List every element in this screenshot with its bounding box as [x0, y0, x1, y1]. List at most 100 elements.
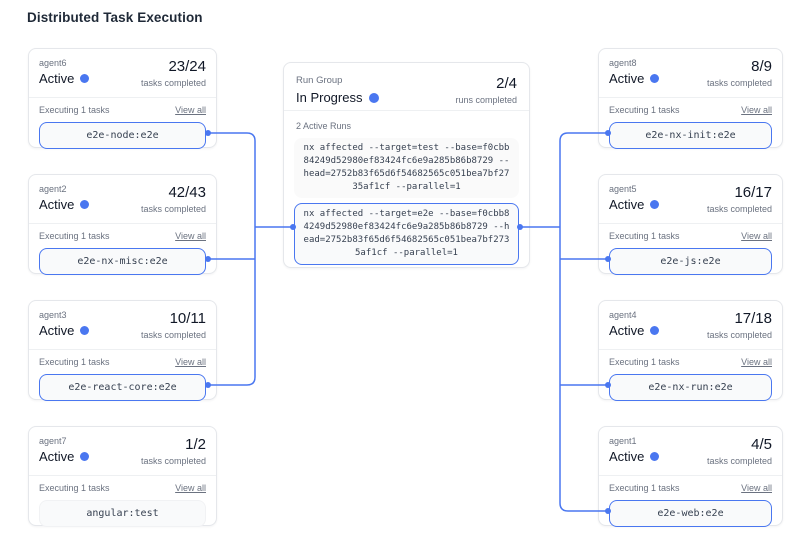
agent-name: agent1: [609, 436, 637, 446]
task-pill[interactable]: e2e-react-core:e2e: [39, 374, 206, 401]
tasks-count: 4/5: [751, 436, 772, 453]
executing-label: Executing 1 tasks: [609, 105, 680, 115]
agent-card-header: agent8 Active 8/9 tasks completed: [599, 49, 782, 98]
run-group-status-label: In Progress: [296, 90, 363, 105]
view-all-link[interactable]: View all: [741, 483, 772, 493]
active-status-dot-icon: [80, 326, 90, 335]
agent-card-agent7: agent7 Active 1/2 tasks completed Execut…: [28, 426, 217, 527]
agent-status: Active: [609, 197, 660, 212]
agent-card-header: agent3 Active 10/11 tasks completed: [29, 301, 216, 350]
executing-label: Executing 1 tasks: [609, 357, 680, 367]
view-all-link[interactable]: View all: [175, 105, 206, 115]
tasks-count-label: tasks completed: [140, 78, 206, 88]
agent-card-agent1: agent1 Active 4/5 tasks completed Execut…: [598, 426, 783, 527]
agent-status: Active: [39, 71, 90, 86]
agent-name: agent7: [39, 436, 67, 446]
run-group-header: Run Group In Progress 2/4 runs completed: [284, 63, 529, 111]
executing-label: Executing 1 tasks: [609, 231, 680, 241]
task-pill[interactable]: angular:test: [39, 500, 206, 527]
agent-card-header: agent2 Active 42/43 tasks completed: [29, 175, 216, 224]
agent-card-header: agent1 Active 4/5 tasks completed: [599, 427, 782, 476]
agent-status: Active: [39, 449, 90, 464]
agent-card-agent3: agent3 Active 10/11 tasks completed Exec…: [28, 300, 217, 401]
agent-name: agent2: [39, 184, 67, 194]
agent-status: Active: [39, 197, 90, 212]
agent-card-header: agent6 Active 23/24 tasks completed: [29, 49, 216, 98]
in-progress-status-dot-icon: [369, 92, 380, 103]
active-status-dot-icon: [650, 452, 660, 461]
tasks-count: 8/9: [751, 58, 772, 75]
tasks-count-label: tasks completed: [140, 204, 206, 214]
task-pill[interactable]: e2e-nx-misc:e2e: [39, 248, 206, 275]
executing-label: Executing 1 tasks: [39, 231, 110, 241]
agent-card-agent6: agent6 Active 23/24 tasks completed Exec…: [28, 48, 217, 149]
tasks-count: 16/17: [734, 184, 772, 201]
agent-card-agent4: agent4 Active 17/18 tasks completed Exec…: [598, 300, 783, 401]
task-pill[interactable]: e2e-nx-init:e2e: [609, 122, 772, 149]
agent-status-label: Active: [39, 449, 75, 464]
executing-label: Executing 1 tasks: [39, 483, 110, 493]
agent-card-agent2: agent2 Active 42/43 tasks completed Exec…: [28, 174, 217, 275]
runs-count: 2/4: [496, 75, 517, 92]
active-status-dot-icon: [650, 200, 660, 209]
agent-name: agent3: [39, 310, 67, 320]
tasks-count: 1/2: [185, 436, 206, 453]
view-all-link[interactable]: View all: [175, 357, 206, 367]
agent-status-label: Active: [609, 449, 645, 464]
tasks-count-label: tasks completed: [140, 330, 206, 340]
page-title: Distributed Task Execution: [27, 10, 203, 25]
agent-status: Active: [609, 323, 660, 338]
agent-name: agent8: [609, 58, 637, 68]
run-group-card: Run Group In Progress 2/4 runs completed…: [283, 62, 530, 268]
agent-status-label: Active: [39, 71, 75, 86]
active-runs-label: 2 Active Runs: [296, 121, 352, 131]
tasks-count-label: tasks completed: [706, 204, 772, 214]
agent-status-label: Active: [39, 197, 75, 212]
agent-status: Active: [609, 71, 660, 86]
agent-card-agent8: agent8 Active 8/9 tasks completed Execut…: [598, 48, 783, 149]
task-pill[interactable]: e2e-node:e2e: [39, 122, 206, 149]
run-group-label: Run Group: [296, 75, 343, 86]
executing-label: Executing 1 tasks: [609, 483, 680, 493]
tasks-count: 10/11: [169, 310, 206, 327]
agent-name: agent6: [39, 58, 67, 68]
agent-status: Active: [609, 449, 660, 464]
executing-label: Executing 1 tasks: [39, 105, 110, 115]
agent-status: Active: [39, 323, 90, 338]
agent-name: agent5: [609, 184, 637, 194]
agent-card-agent5: agent5 Active 16/17 tasks completed Exec…: [598, 174, 783, 275]
view-all-link[interactable]: View all: [741, 357, 772, 367]
view-all-link[interactable]: View all: [175, 231, 206, 241]
tasks-count-label: tasks completed: [706, 78, 772, 88]
agent-status-label: Active: [39, 323, 75, 338]
active-status-dot-icon: [80, 452, 90, 461]
active-status-dot-icon: [80, 200, 90, 209]
active-status-dot-icon: [650, 326, 660, 335]
agent-status-label: Active: [609, 323, 645, 338]
executing-label: Executing 1 tasks: [39, 357, 110, 367]
agent-status-label: Active: [609, 71, 645, 86]
active-status-dot-icon: [650, 74, 660, 83]
tasks-count-label: tasks completed: [706, 456, 772, 466]
tasks-count-label: tasks completed: [140, 456, 206, 466]
agent-status-label: Active: [609, 197, 645, 212]
runs-count-label: runs completed: [455, 95, 517, 105]
run-group-status: In Progress: [296, 90, 380, 105]
view-all-link[interactable]: View all: [175, 483, 206, 493]
agent-card-header: agent7 Active 1/2 tasks completed: [29, 427, 216, 476]
view-all-link[interactable]: View all: [741, 105, 772, 115]
task-pill[interactable]: e2e-nx-run:e2e: [609, 374, 772, 401]
tasks-count: 42/43: [168, 184, 206, 201]
tasks-count-label: tasks completed: [706, 330, 772, 340]
tasks-count: 17/18: [734, 310, 772, 327]
run-command[interactable]: nx affected --target=test --base=f0cbb84…: [294, 138, 519, 198]
active-status-dot-icon: [80, 74, 90, 83]
view-all-link[interactable]: View all: [741, 231, 772, 241]
task-pill[interactable]: e2e-web:e2e: [609, 500, 772, 527]
agent-name: agent4: [609, 310, 637, 320]
task-pill[interactable]: e2e-js:e2e: [609, 248, 772, 275]
agent-card-header: agent5 Active 16/17 tasks completed: [599, 175, 782, 224]
tasks-count: 23/24: [168, 58, 206, 75]
agent-card-header: agent4 Active 17/18 tasks completed: [599, 301, 782, 350]
run-command-highlighted[interactable]: nx affected --target=e2e --base=f0cbb842…: [294, 203, 519, 265]
